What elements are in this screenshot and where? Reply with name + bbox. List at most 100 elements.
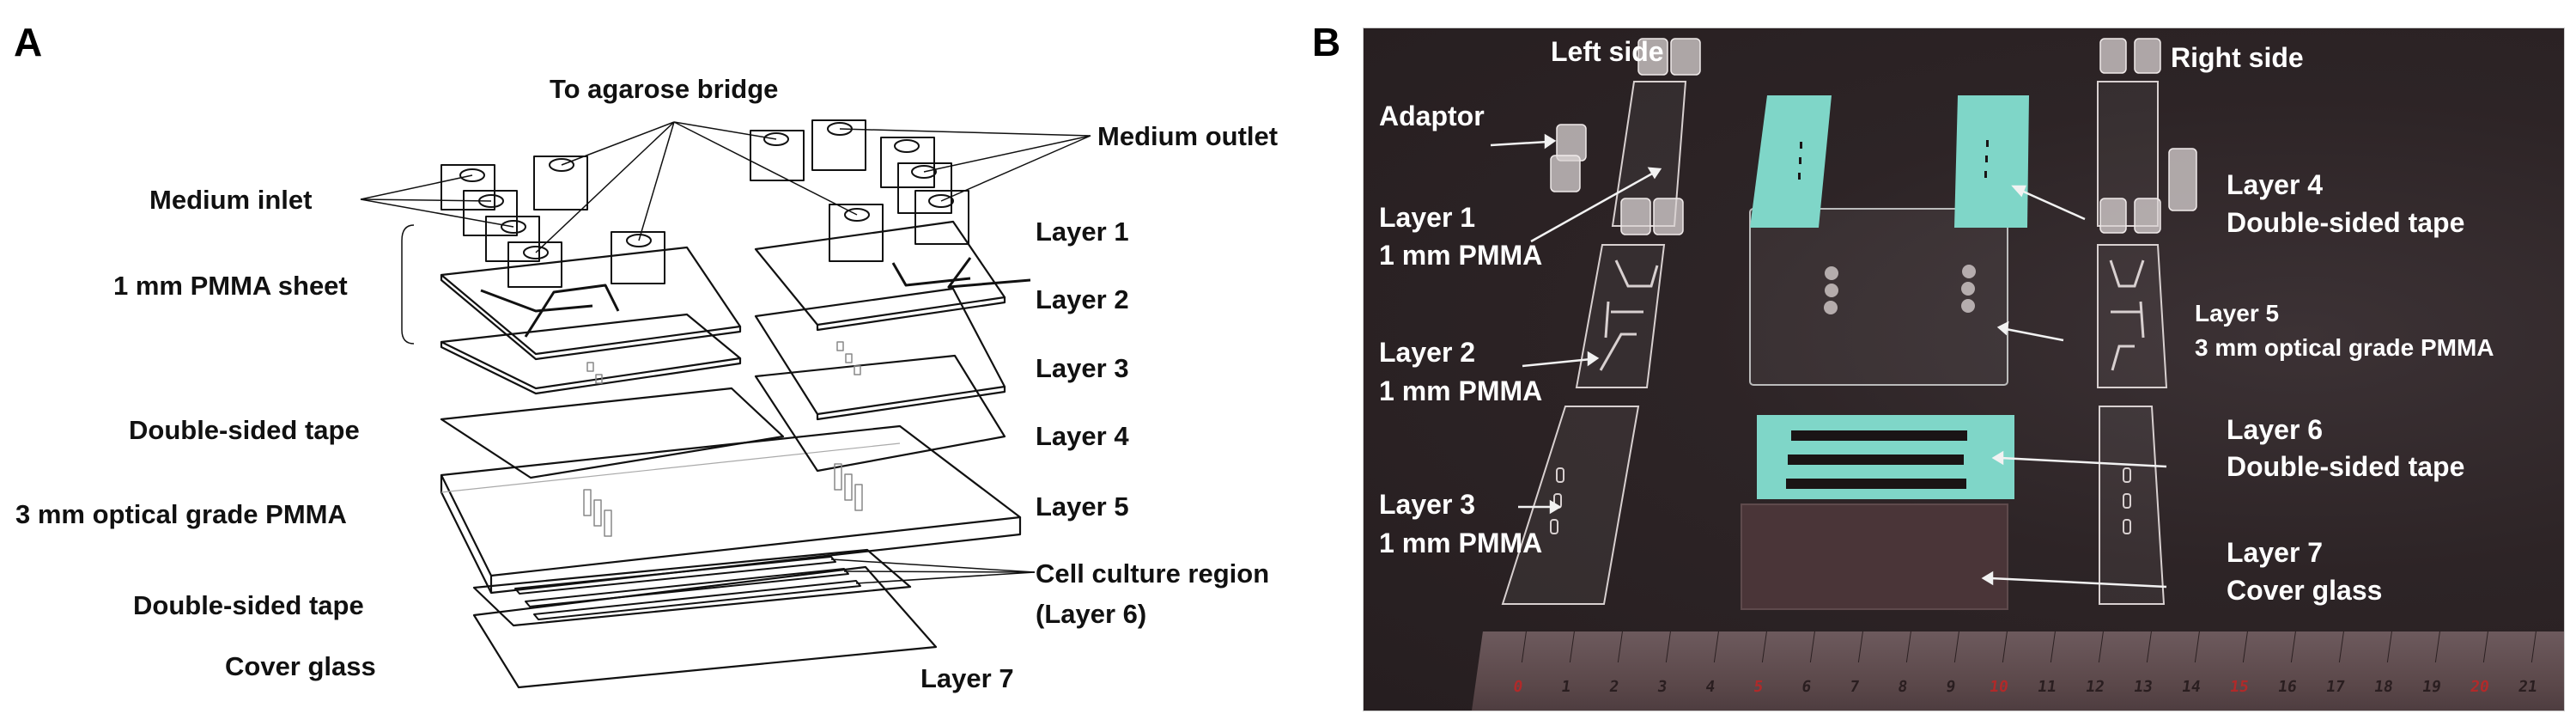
ruler-number: 15 xyxy=(2228,678,2251,696)
label-cover-glass: Cover glass xyxy=(225,651,376,681)
layer6-tape xyxy=(472,548,912,627)
layer4-tape-left xyxy=(1750,95,1832,228)
ruler-number: 0 xyxy=(1511,678,1524,696)
ruler-number: 16 xyxy=(2276,678,2299,696)
ruler-tick xyxy=(2194,631,2200,662)
ruler-number: 19 xyxy=(2421,678,2443,696)
ruler-number: 2 xyxy=(1607,678,1620,696)
ruler-number: 5 xyxy=(1752,678,1765,696)
via-holes xyxy=(583,341,863,537)
ruler-number: 7 xyxy=(1848,678,1861,696)
layer4-tape-right xyxy=(754,354,1006,473)
ruler-tick xyxy=(1665,631,1671,662)
label-layer1: Layer 1 xyxy=(1036,217,1129,247)
layer2-plate-left xyxy=(1575,244,1666,388)
medium-inlet-leaders xyxy=(360,174,514,228)
ruler-tick xyxy=(2098,631,2104,662)
label-layer5: Layer 5 xyxy=(1036,491,1129,522)
label-double-sided-tape-2: Double-sided tape xyxy=(133,590,364,620)
label-to-agarose-bridge: To agarose bridge xyxy=(550,74,779,104)
layer2-channels-left xyxy=(1599,259,1659,371)
adaptors-right xyxy=(750,119,969,262)
exploded-device-diagram xyxy=(360,119,1091,689)
layer4-tape-left xyxy=(440,387,785,479)
layer2-channels-right xyxy=(2109,259,2145,371)
adaptor-blocks xyxy=(1550,38,2197,235)
panel-a-letter: A xyxy=(14,20,43,64)
device-components-photo: 012345678910111213141516171819202122 Lef… xyxy=(1363,27,2565,711)
ruler-tick xyxy=(2050,631,2056,662)
label-layer2: Layer 2 xyxy=(1379,337,1476,368)
adaptors-left xyxy=(440,156,665,288)
ruler-number: 6 xyxy=(1800,678,1813,696)
layer2-pmma-right xyxy=(754,220,1006,332)
ruler-tick xyxy=(1713,631,1719,662)
layer2-channels xyxy=(480,257,1031,338)
layer5-optical-pmma xyxy=(440,424,1022,595)
ruler-number: 8 xyxy=(1896,678,1909,696)
label-medium-outlet: Medium outlet xyxy=(1097,121,1279,151)
layer3-plate-right xyxy=(2099,406,2166,605)
ruler-tick xyxy=(1569,631,1575,662)
ruler-number: 13 xyxy=(2132,678,2154,696)
ruler-number: 12 xyxy=(2084,678,2106,696)
ruler-tick xyxy=(2146,631,2152,662)
ruler-tick xyxy=(1521,631,1527,662)
pmma-sheet-bracket xyxy=(401,224,415,345)
layer5-holes xyxy=(1824,265,1976,314)
label-layer1: Layer 1 xyxy=(1379,202,1476,233)
ruler-tick xyxy=(2002,631,2008,662)
ruler-number: 18 xyxy=(2372,678,2395,696)
layer3-pmma-right xyxy=(754,287,1006,421)
layer7-cover-glass xyxy=(472,565,938,689)
ruler-tick xyxy=(2530,631,2537,662)
label-layer4-material: Double-sided tape xyxy=(2227,207,2465,238)
layer2-plate-right xyxy=(2097,244,2168,388)
ruler-tick xyxy=(1809,631,1815,662)
ruler-tick xyxy=(1905,631,1911,662)
ruler: 012345678910111213141516171819202122 xyxy=(1472,631,2564,711)
layer7-glass xyxy=(1741,503,2008,610)
label-pmma-sheet: 1 mm PMMA sheet xyxy=(113,271,348,301)
ruler-number: 3 xyxy=(1656,678,1668,696)
ruler-number: 1 xyxy=(1559,678,1572,696)
ruler-number: 10 xyxy=(1988,678,2010,696)
ruler-tick xyxy=(1617,631,1623,662)
layer2-pmma-left xyxy=(440,246,742,361)
label-layer6: (Layer 6) xyxy=(1036,599,1147,629)
agarose-bridge-leaders xyxy=(535,121,858,253)
layer4-tape-slots xyxy=(1798,140,1989,180)
ruler-tick xyxy=(2386,631,2392,662)
label-layer3-material: 1 mm PMMA xyxy=(1379,528,1543,558)
label-layer1-material: 1 mm PMMA xyxy=(1379,240,1543,271)
label-layer6-material: Double-sided tape xyxy=(2227,451,2465,482)
ruler-tick xyxy=(2338,631,2344,662)
label-left-side: Left side xyxy=(1551,36,1664,67)
layer4-tape-right xyxy=(1954,95,2029,228)
layer3-plate-left xyxy=(1501,406,1640,605)
label-cell-culture-region: Cell culture region xyxy=(1036,558,1270,589)
ruler-number: 21 xyxy=(2517,678,2539,696)
ruler-tick xyxy=(1761,631,1767,662)
label-layer5-material: 3 mm optical grade PMMA xyxy=(2195,334,2494,361)
label-layer6: Layer 6 xyxy=(2227,414,2324,445)
ruler-tick xyxy=(2242,631,2248,662)
layer6-black-strips xyxy=(1786,430,1967,489)
layer3-holes xyxy=(1550,467,2131,534)
ruler-number: 11 xyxy=(2036,678,2058,696)
label-right-side: Right side xyxy=(2171,42,2304,73)
cell-culture-leaders xyxy=(830,558,1036,584)
label-layer2: Layer 2 xyxy=(1036,284,1129,314)
label-layer4: Layer 4 xyxy=(1036,421,1129,451)
label-layer2-material: 1 mm PMMA xyxy=(1379,375,1543,406)
label-layer7: Layer 7 xyxy=(920,663,1014,693)
label-layer7: Layer 7 xyxy=(2227,537,2324,568)
medium-outlet-leaders xyxy=(839,128,1091,202)
label-adaptor: Adaptor xyxy=(1379,101,1485,131)
ruler-number: 9 xyxy=(1944,678,1957,696)
pointer-arrows xyxy=(1490,133,2167,589)
ruler-number: 14 xyxy=(2180,678,2202,696)
label-medium-inlet: Medium inlet xyxy=(149,185,313,215)
label-layer4: Layer 4 xyxy=(2227,169,2324,200)
label-layer3: Layer 3 xyxy=(1379,489,1476,520)
